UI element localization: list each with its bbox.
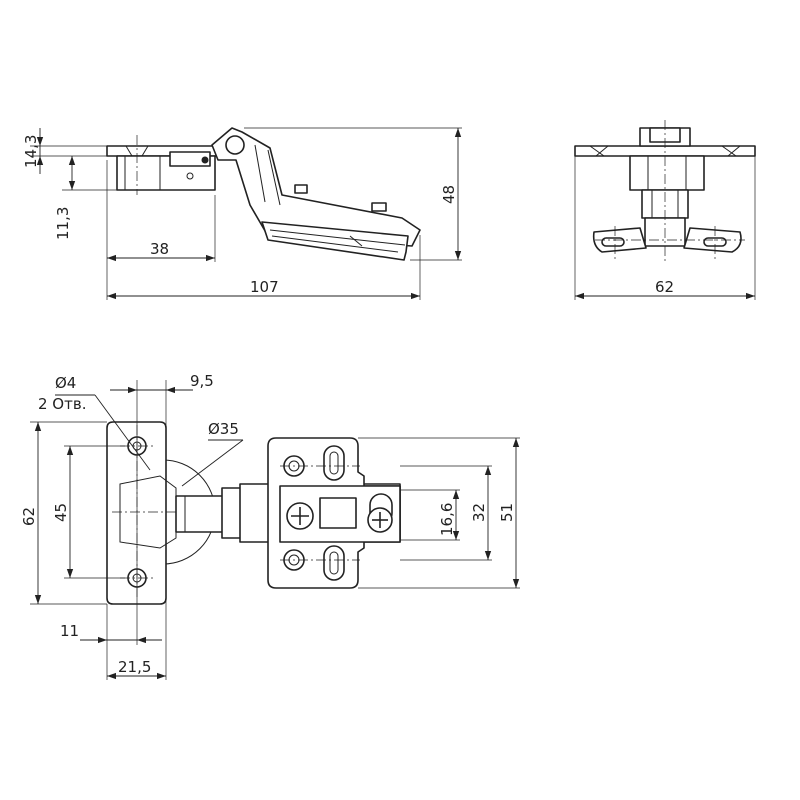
dim-hole-count-label: 2 Отв. bbox=[38, 395, 86, 413]
dim-62-top-label: 62 bbox=[655, 278, 674, 296]
dim-9-5-label: 9,5 bbox=[190, 372, 214, 390]
dim-32-label: 32 bbox=[470, 503, 488, 522]
dim-45-label: 45 bbox=[52, 503, 70, 522]
dim-38-label: 38 bbox=[150, 240, 169, 258]
side-view: 14,3 11,3 38 107 48 bbox=[22, 127, 462, 300]
front-view: 62 bbox=[574, 120, 756, 300]
hole-leader bbox=[94, 394, 151, 471]
dim-62-left-label: 62 bbox=[20, 507, 38, 526]
dim-48-label: 48 bbox=[440, 185, 458, 204]
adjustment-screw-left bbox=[286, 502, 314, 530]
adjustment-screw-right bbox=[367, 507, 393, 533]
dim-21-5-label: 21,5 bbox=[118, 658, 151, 676]
plan-view: Ø4 2 Отв. 9,5 Ø35 62 45 11 21,5 16,6 32 … bbox=[20, 372, 520, 680]
mounting-plate bbox=[106, 421, 167, 605]
dim-14-3-label: 14,3 bbox=[22, 135, 40, 168]
hinge-cup-side bbox=[106, 135, 218, 195]
dim-16-6-label: 16,6 bbox=[438, 503, 456, 536]
dim-51-label: 51 bbox=[498, 503, 516, 522]
dim-107-label: 107 bbox=[250, 278, 279, 296]
dim-11-3-label: 11,3 bbox=[54, 207, 72, 240]
dim-cup-diameter-label: Ø35 bbox=[208, 420, 239, 438]
dim-hole-diameter-label: Ø4 bbox=[55, 374, 76, 392]
dim-11-label: 11 bbox=[60, 622, 79, 640]
hinge-arm-side bbox=[211, 127, 421, 261]
